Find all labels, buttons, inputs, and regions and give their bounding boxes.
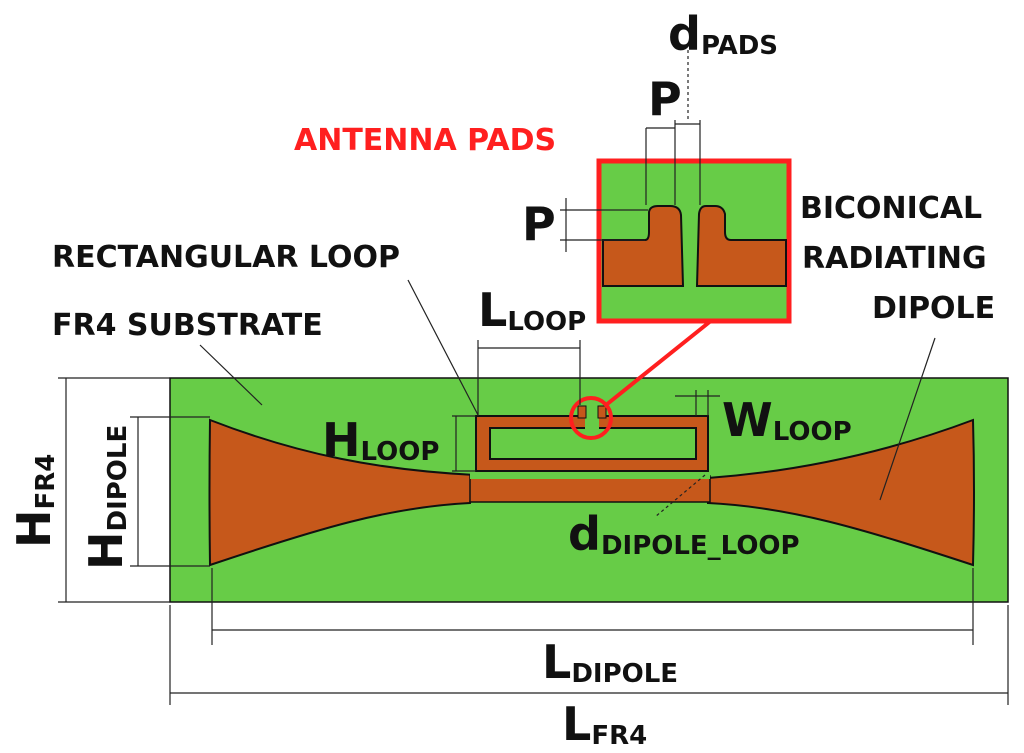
l-dipole-label: LDIPOLE	[542, 635, 678, 689]
l-loop-label: LLOOP	[478, 283, 586, 337]
pads-callout-connector	[604, 318, 714, 407]
p-horizontal-label: P	[648, 72, 682, 126]
biconical-dipole-left	[208, 418, 477, 567]
inset-pad-right	[695, 205, 787, 287]
p-vertical-label: P	[522, 197, 556, 251]
biconical-dipole-right	[707, 418, 975, 567]
dipole-center-strip	[469, 475, 711, 503]
loop-pad-right	[597, 405, 607, 419]
h-fr4-label: HFR4	[7, 454, 61, 548]
loop-pad-left	[577, 405, 587, 419]
biconical-label-line1: BICONICAL	[800, 191, 982, 226]
pads-highlight-circle	[569, 396, 613, 440]
biconical-label-line3: DIPOLE	[872, 291, 995, 326]
w-loop-label: WLOOP	[722, 393, 852, 447]
rectangular-loop-label: RECTANGULAR LOOP	[52, 240, 400, 275]
antenna-pads-label: ANTENNA PADS	[294, 123, 556, 158]
h-dipole-label: HDIPOLE	[79, 425, 133, 570]
rectangular-loop-inner	[489, 427, 697, 460]
d-pads-label: dPADS	[668, 7, 778, 61]
biconical-label-line2: RADIATING	[802, 241, 987, 276]
l-fr4-label: LFR4	[562, 697, 647, 751]
fr4-substrate-label: FR4 SUBSTRATE	[52, 308, 323, 343]
inset-pad-left	[602, 205, 685, 287]
loop-pads-gap	[585, 403, 599, 429]
d-dipole-loop-label: dDIPOLE_LOOP	[568, 507, 800, 561]
dipole-loop-gap	[470, 470, 710, 479]
h-loop-label: HLOOP	[322, 413, 439, 467]
